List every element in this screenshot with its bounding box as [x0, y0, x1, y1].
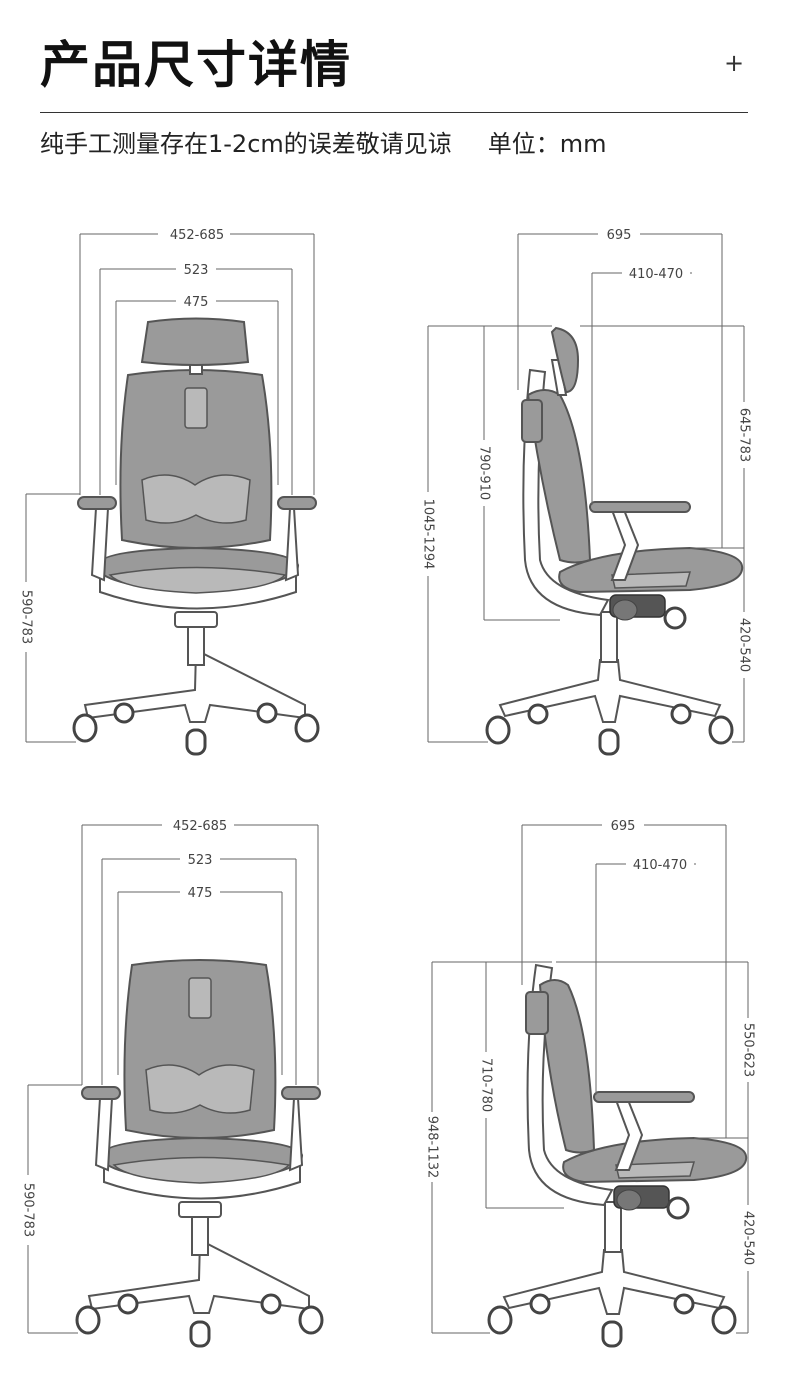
width-middle-label-2: 523	[188, 853, 213, 868]
back-height-label: 790-910	[477, 446, 492, 500]
back-to-arm-label: 550-623	[741, 1023, 756, 1077]
seat-height-dim: 420-540	[732, 548, 753, 743]
width-middle-dim-2: 523	[101, 850, 297, 1085]
width-inner-label-2: 475	[188, 886, 213, 901]
measurement-note-text: 纯手工测量存在1-2cm的误差敬请见谅	[40, 130, 452, 158]
seat-depth-label-2: 410-470	[633, 858, 687, 873]
depth-label: 695	[607, 228, 632, 243]
headrest-to-arm-label: 645-783	[737, 408, 752, 462]
width-middle-dim: 523	[99, 260, 293, 495]
width-inner-label: 475	[184, 295, 209, 310]
headrest-to-arm-dim: 645-783	[580, 325, 753, 549]
total-height-dim: 1045-1294	[419, 325, 552, 743]
measurement-note: 纯手工测量存在1-2cm的误差敬请见谅 单位：mm	[40, 126, 607, 162]
seat-height-label: 420-540	[737, 618, 752, 672]
plus-icon[interactable]: +	[724, 49, 745, 77]
arm-height-dim-2: 590-783	[19, 1084, 82, 1334]
seat-depth-dim-2: 410-470	[595, 855, 696, 1095]
width-inner-dim-2: 475	[117, 883, 283, 1075]
unit-label: 单位：mm	[487, 130, 607, 158]
seat-depth-dim: 410-470	[591, 264, 692, 505]
seat-depth-label: 410-470	[629, 267, 683, 282]
seat-height-label-2: 420-540	[741, 1211, 756, 1265]
side-depth-dim-2: 695	[521, 816, 727, 1138]
width-outer-dim: 452-685	[79, 225, 315, 495]
total-height-dim-2: 948-1132	[423, 961, 552, 1334]
seat-height-dim-2: 420-540	[736, 1138, 757, 1334]
chair-front-icon	[75, 959, 324, 1348]
width-outer-dim-2: 452-685	[81, 816, 319, 1085]
arm-height-dim: 590-783	[17, 493, 80, 743]
arm-height-label-2: 590-783	[21, 1183, 36, 1237]
back-to-arm-dim: 550-623	[556, 961, 757, 1139]
width-outer-label-2: 452-685	[173, 819, 227, 834]
width-outer-label: 452-685	[170, 228, 224, 243]
chair-side-with-headrest-icon	[485, 326, 744, 756]
back-height-dim: 790-910	[475, 326, 560, 621]
total-height-label: 1045-1294	[421, 499, 436, 570]
page-title: 产品尺寸详情	[40, 36, 352, 94]
back-height-dim-2: 710-780	[477, 962, 564, 1209]
width-inner-dim: 475	[115, 292, 279, 485]
back-height-label-2: 710-780	[479, 1058, 494, 1112]
arm-height-label: 590-783	[19, 590, 34, 644]
width-middle-label: 523	[184, 263, 209, 278]
chair-side-icon	[487, 963, 748, 1348]
total-height-label-2: 948-1132	[425, 1116, 440, 1179]
chair-front-with-headrest-icon	[72, 317, 320, 756]
side-depth-dim: 695	[517, 225, 723, 548]
depth-label-2: 695	[611, 819, 636, 834]
title-divider	[40, 112, 748, 113]
